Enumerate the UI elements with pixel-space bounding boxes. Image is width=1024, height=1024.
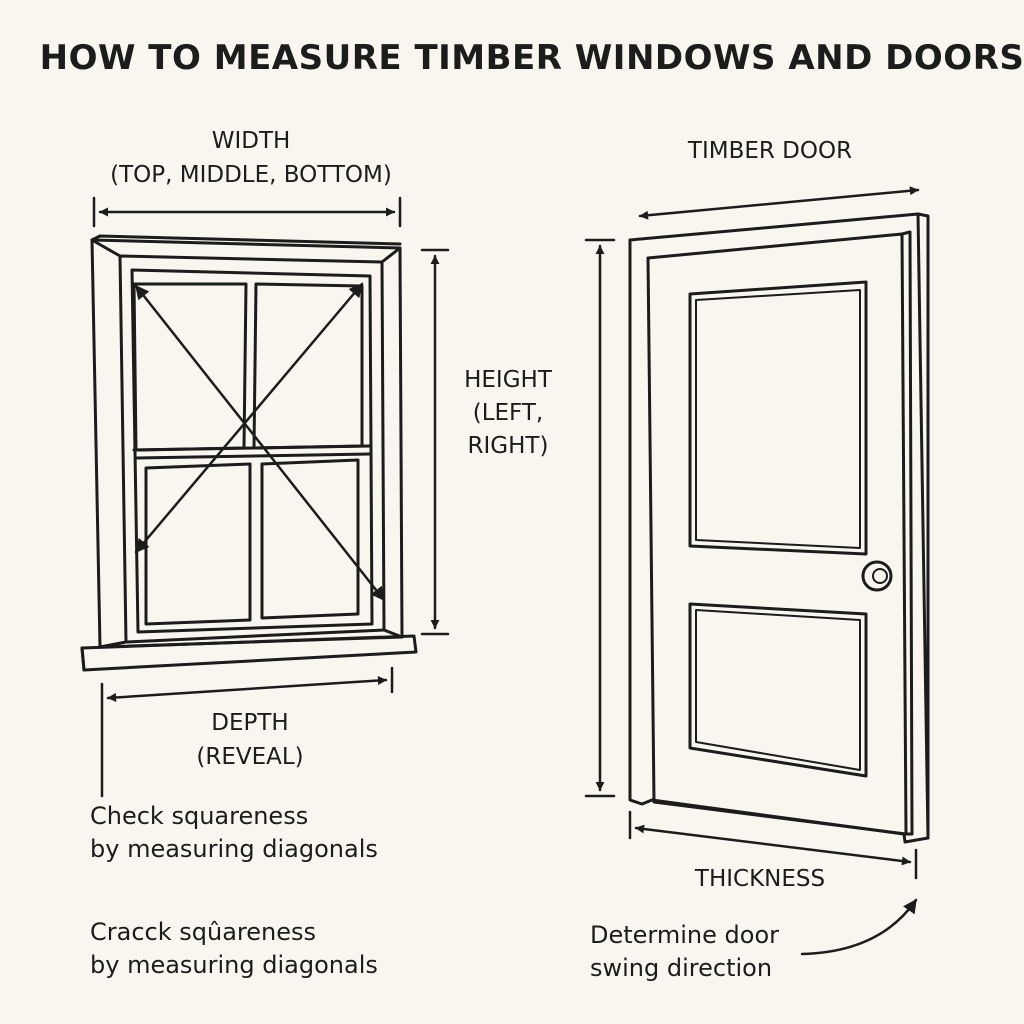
check-dup-line-2: by measuring diagonals xyxy=(90,951,378,979)
check-dup-line-1: Craᴄᴄk sqûareness xyxy=(90,918,316,946)
diagonal-arrow-2 xyxy=(134,282,364,554)
window-sash xyxy=(130,268,374,634)
window-height-dimension xyxy=(420,248,450,636)
door-width-dimension xyxy=(638,186,920,220)
swing-direction-arrow xyxy=(800,898,918,956)
window-pane-bottom-left xyxy=(144,462,252,626)
swing-note-line-1: Determine door xyxy=(590,921,779,949)
check-note-line-1: Check squareness xyxy=(90,802,309,830)
check-note-line-2: by measuring diagonals xyxy=(90,835,378,863)
window-pane-bottom-right xyxy=(260,458,360,620)
diagonal-arrow-1 xyxy=(134,284,386,602)
width-sub-label: (TOP, MIDDLE, BOTTOM) xyxy=(110,162,392,188)
check-squareness-note-duplicate: Craᴄᴄk sqûareness by measuring diagonals xyxy=(90,916,378,982)
window-drawing xyxy=(80,234,418,672)
window-pane-top-right xyxy=(252,282,364,450)
door-height-dimension xyxy=(584,238,616,798)
door-thickness-dimension xyxy=(628,810,918,880)
window-reveal-corners xyxy=(90,238,404,649)
page-title: HOW TO MEASURE TIMBER WINDOWS AND DOORS xyxy=(39,38,1024,78)
window-depth-dimension xyxy=(100,666,394,798)
window-pane-top-left xyxy=(132,282,248,452)
window-frame-top-left xyxy=(90,234,402,246)
window-height-label: HEIGHT (LEFT, RIGHT) xyxy=(448,364,568,463)
door-knob xyxy=(861,560,893,592)
door-drawing xyxy=(628,212,930,844)
height-label: HEIGHT xyxy=(464,367,552,393)
depth-sub-label: (REVEAL) xyxy=(196,744,304,770)
window-meeting-rail xyxy=(132,444,372,460)
check-squareness-note: Check squareness by measuring diagonals xyxy=(90,800,378,866)
door-panel-top xyxy=(688,280,868,556)
door-frame-side xyxy=(916,212,930,840)
door-swing-note: Determine door swing direction xyxy=(590,919,779,985)
door-panel-bottom xyxy=(688,602,868,778)
window-width-dimension xyxy=(92,196,402,228)
window-depth-label: DEPTH (REVEAL) xyxy=(150,706,350,774)
depth-label: DEPTH xyxy=(211,710,289,736)
door-title: TIMBER DOOR xyxy=(687,138,853,164)
door-thickness-label: THICKNESS xyxy=(694,866,826,892)
width-label: WIDTH xyxy=(211,128,291,154)
swing-note-line-2: swing direction xyxy=(590,954,773,982)
door-frame xyxy=(628,212,930,844)
window-width-label: WIDTH (TOP, MIDDLE, BOTTOM) xyxy=(72,124,430,192)
height-sub-label-2: RIGHT) xyxy=(467,433,549,459)
height-sub-label-1: (LEFT, xyxy=(472,400,544,426)
